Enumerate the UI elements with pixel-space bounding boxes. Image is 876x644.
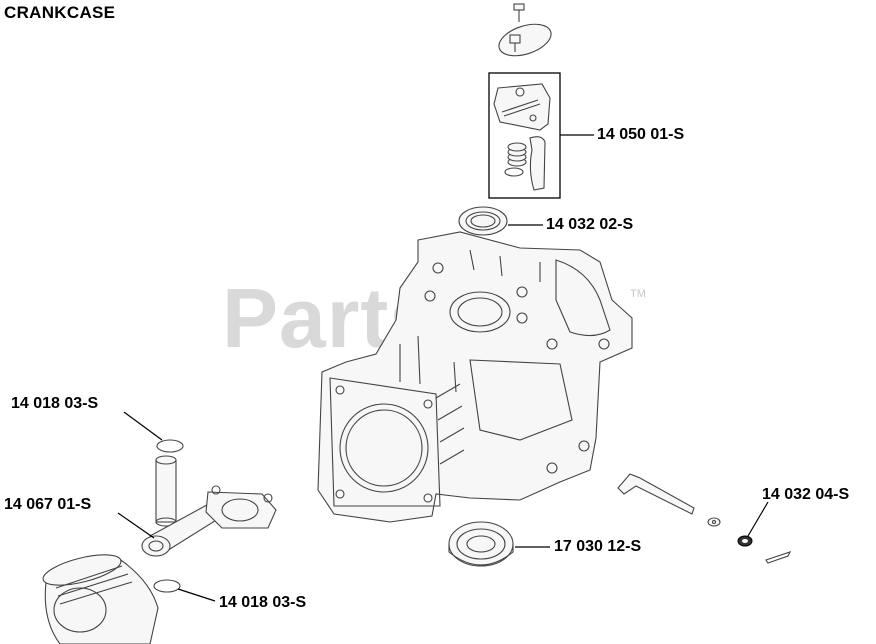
retaining-pin-part[interactable]: [765, 551, 792, 564]
callout-connecting-rod[interactable]: 14 067 01-S: [4, 496, 92, 513]
leader-connecting-rod: [117, 512, 155, 539]
crankcase-block-part[interactable]: [317, 231, 633, 523]
callout-retaining-ring-upper[interactable]: 14 018 03-S: [11, 395, 99, 412]
breather-cover-part[interactable]: [495, 3, 555, 62]
retaining-ring-upper-part[interactable]: [156, 439, 184, 453]
watermark-trademark: TM: [630, 288, 646, 300]
callout-valve-kit[interactable]: 14 050 01-S: [597, 126, 685, 143]
retaining-ring-lower-part[interactable]: [153, 579, 181, 593]
piston-pin-part[interactable]: [155, 455, 177, 527]
callout-ball-bearing[interactable]: 17 030 12-S: [554, 538, 642, 555]
leader-retaining-ring-upper: [123, 411, 163, 441]
valve-kit-part[interactable]: [488, 72, 561, 199]
leader-oil-seal-governor: [747, 501, 769, 537]
callout-oil-seal-governor[interactable]: 14 032 04-S: [762, 486, 850, 503]
connecting-rod-part[interactable]: [141, 485, 277, 557]
leader-retaining-ring-lower: [177, 588, 216, 602]
callout-oil-seal-top[interactable]: 14 032 02-S: [546, 216, 634, 233]
callout-retaining-ring-lower[interactable]: 14 018 03-S: [219, 594, 307, 611]
piston-part[interactable]: [40, 549, 159, 644]
ball-bearing-part[interactable]: [448, 521, 514, 567]
oil-seal-top-part[interactable]: [458, 206, 508, 236]
diagram-title: CRANKCASE: [4, 3, 116, 22]
oil-seal-governor-part[interactable]: [737, 535, 753, 547]
governor-shaft-part[interactable]: [617, 473, 721, 527]
